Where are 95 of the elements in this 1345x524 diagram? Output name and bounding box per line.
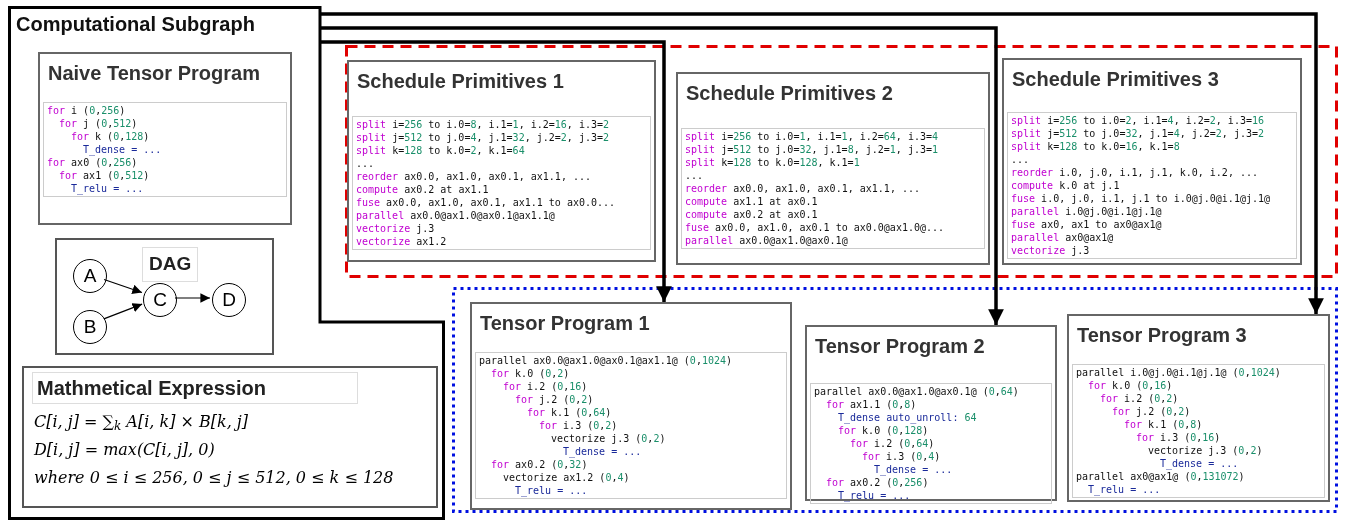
- code-line: for i.2 (0,64): [849, 437, 935, 450]
- code-line: parallel ax0.0@ax1.0@ax0.1@ax1.1@ (0,1024): [479, 354, 733, 367]
- code-line: for ax0.2 (0,32): [490, 458, 588, 471]
- arrow: [320, 12, 1324, 314]
- code-line: T_dense = ...: [82, 143, 162, 156]
- code-line: for i.3 (0,4): [861, 450, 941, 463]
- program-card: [38, 52, 292, 225]
- code-line: for k.0 (0,16): [1087, 379, 1173, 392]
- arrow: [174, 293, 211, 303]
- code-line: split k=128 to k.0=128, k.1=1: [685, 156, 860, 169]
- code-line: for ax1 (0,512): [58, 169, 150, 182]
- arrow: [103, 278, 143, 294]
- arrow: [320, 40, 672, 302]
- code-line: fuse ax0, ax1 to ax0@ax1@: [1011, 218, 1162, 231]
- code-line: compute k.0 at j.1: [1011, 179, 1120, 192]
- code-line: for i.3 (0,16): [1135, 431, 1221, 444]
- code-line: vectorize ax1.2: [356, 235, 447, 248]
- code-line: parallel i.0@j.0@i.1@j.1@ (0,1024): [1076, 366, 1281, 379]
- code-line: parallel ax0@ax1@: [1011, 231, 1114, 244]
- program-card: [1067, 314, 1330, 502]
- code-line: for ax0.2 (0,256): [825, 476, 929, 489]
- code-line: T_dense = ...: [873, 463, 953, 476]
- code-line: T_dense = ...: [562, 445, 642, 458]
- panel-title: Mathmetical Expression: [32, 372, 358, 404]
- code-line: for k.0 (0,128): [837, 424, 929, 437]
- code-line: for k.1 (0,64): [526, 406, 612, 419]
- dag-panel: [55, 238, 274, 355]
- code-line: fuse ax0.0, ax1.0, ax0.1 to ax0.0@ax1.0@...: [685, 221, 945, 234]
- program-card: [676, 72, 990, 265]
- code-line: compute ax0.2 at ax0.1: [685, 208, 818, 221]
- code-line: for i (0,256): [47, 104, 126, 117]
- code-line: vectorize ax1.2 (0,4): [502, 471, 630, 484]
- code-line: compute ax0.2 at ax1.1: [356, 183, 489, 196]
- arrow: [320, 26, 1004, 325]
- code-line: T_dense = ...: [1159, 457, 1239, 470]
- code-line: reorder ax0.0, ax1.0, ax0.1, ax1.1, ...: [356, 170, 591, 183]
- program-card: [470, 302, 792, 510]
- arrow: [103, 303, 143, 320]
- code-line: for k.1 (0,8): [1123, 418, 1203, 431]
- card-title: Naive Tensor Program: [48, 61, 260, 86]
- code-line: for ax0 (0,256): [47, 156, 138, 169]
- code-line: parallel ax0.0@ax1.0@ax0.1@: [685, 234, 848, 247]
- code-line: compute ax1.1 at ax0.1: [685, 195, 818, 208]
- code-line: for ax1.1 (0,8): [825, 398, 917, 411]
- code-line: for k.0 (0,2): [490, 367, 570, 380]
- code-line: vectorize j.3: [1011, 244, 1090, 257]
- equation: where 0 ≤ i ≤ 256, 0 ≤ j ≤ 512, 0 ≤ k ≤ 128: [34, 467, 394, 489]
- code-line: split j=512 to j.0=32, j.1=8, j.2=1, j.3=1: [685, 143, 939, 156]
- card-title: Tensor Program 3: [1077, 323, 1247, 348]
- code-line: split i=256 to i.0=2, i.1=4, i.2=2, i.3=16: [1011, 114, 1265, 127]
- card-title: Schedule Primitives 3: [1012, 67, 1219, 92]
- code-line: T_relu = ...: [837, 489, 911, 502]
- code-line: T_dense auto_unroll: 64: [837, 411, 977, 424]
- equation: C[i, j] = ∑$_{k}$ A[i, k] × B[k, j]: [34, 411, 249, 434]
- code-line: for i.2 (0,2): [1099, 392, 1179, 405]
- code-line: fuse ax0.0, ax1.0, ax0.1, ax1.1 to ax0.0...: [356, 196, 616, 209]
- code-line: vectorize j.3: [356, 222, 435, 235]
- code-line: T_relu = ...: [1087, 483, 1161, 496]
- code-line: for j.2 (0,2): [1111, 405, 1191, 418]
- code-line: ...: [356, 157, 375, 170]
- program-card: [347, 60, 656, 262]
- code-line: split k=128 to k.0=2, k.1=64: [356, 144, 525, 157]
- code-line: parallel i.0@j.0@i.1@j.1@: [1011, 205, 1162, 218]
- code-line: parallel ax0.0@ax1.0@ax0.1@ax1.1@: [356, 209, 555, 222]
- program-card: [1002, 58, 1302, 265]
- card-title: Schedule Primitives 1: [357, 69, 564, 94]
- code-line: reorder ax0.0, ax1.0, ax0.1, ax1.1, ...: [685, 182, 920, 195]
- code-line: split j=512 to j.0=32, j.1=4, j.2=2, j.3=2: [1011, 127, 1265, 140]
- code-line: for j (0,512): [58, 117, 138, 130]
- code-line: for i.2 (0,16): [502, 380, 588, 393]
- region-title: Computational Subgraph: [16, 14, 255, 34]
- code-line: reorder i.0, j.0, i.1, j.1, k.0, i.2, ...: [1011, 166, 1258, 179]
- card-title: Tensor Program 1: [480, 311, 650, 336]
- code-line: ...: [685, 169, 704, 182]
- panel-title: DAG: [142, 247, 199, 282]
- code-line: T_relu = ...: [70, 182, 144, 195]
- program-card: [805, 325, 1057, 501]
- code-line: split k=128 to k.0=16, k.1=8: [1011, 140, 1180, 153]
- card-title: Schedule Primitives 2: [686, 81, 893, 106]
- equation: D[i, j] = max(C[i, j], 0): [34, 439, 215, 461]
- code-line: split j=512 to j.0=4, j.1=32, j.2=2, j.3=2: [356, 131, 610, 144]
- code-line: vectorize j.3 (0,2): [1147, 444, 1263, 457]
- code-line: for i.3 (0,2): [538, 419, 618, 432]
- math-panel: [22, 366, 438, 508]
- code-line: T_relu = ...: [514, 484, 588, 497]
- code-line: split i=256 to i.0=8, i.1=1, i.2=16, i.3=2: [356, 118, 610, 131]
- card-title: Tensor Program 2: [815, 334, 985, 359]
- code-line: parallel ax0@ax1@ (0,131072): [1076, 470, 1245, 483]
- code-line: fuse i.0, j.0, i.1, j.1 to i.0@j.0@i.1@j.1@: [1011, 192, 1271, 205]
- code-line: split i=256 to i.0=1, i.1=1, i.2=64, i.3=4: [685, 130, 939, 143]
- code-line: vectorize j.3 (0,2): [550, 432, 666, 445]
- code-line: for k (0,128): [70, 130, 150, 143]
- code-line: ...: [1011, 153, 1030, 166]
- code-line: parallel ax0.0@ax1.0@ax0.1@ (0,64): [814, 385, 1019, 398]
- code-line: for j.2 (0,2): [514, 393, 594, 406]
